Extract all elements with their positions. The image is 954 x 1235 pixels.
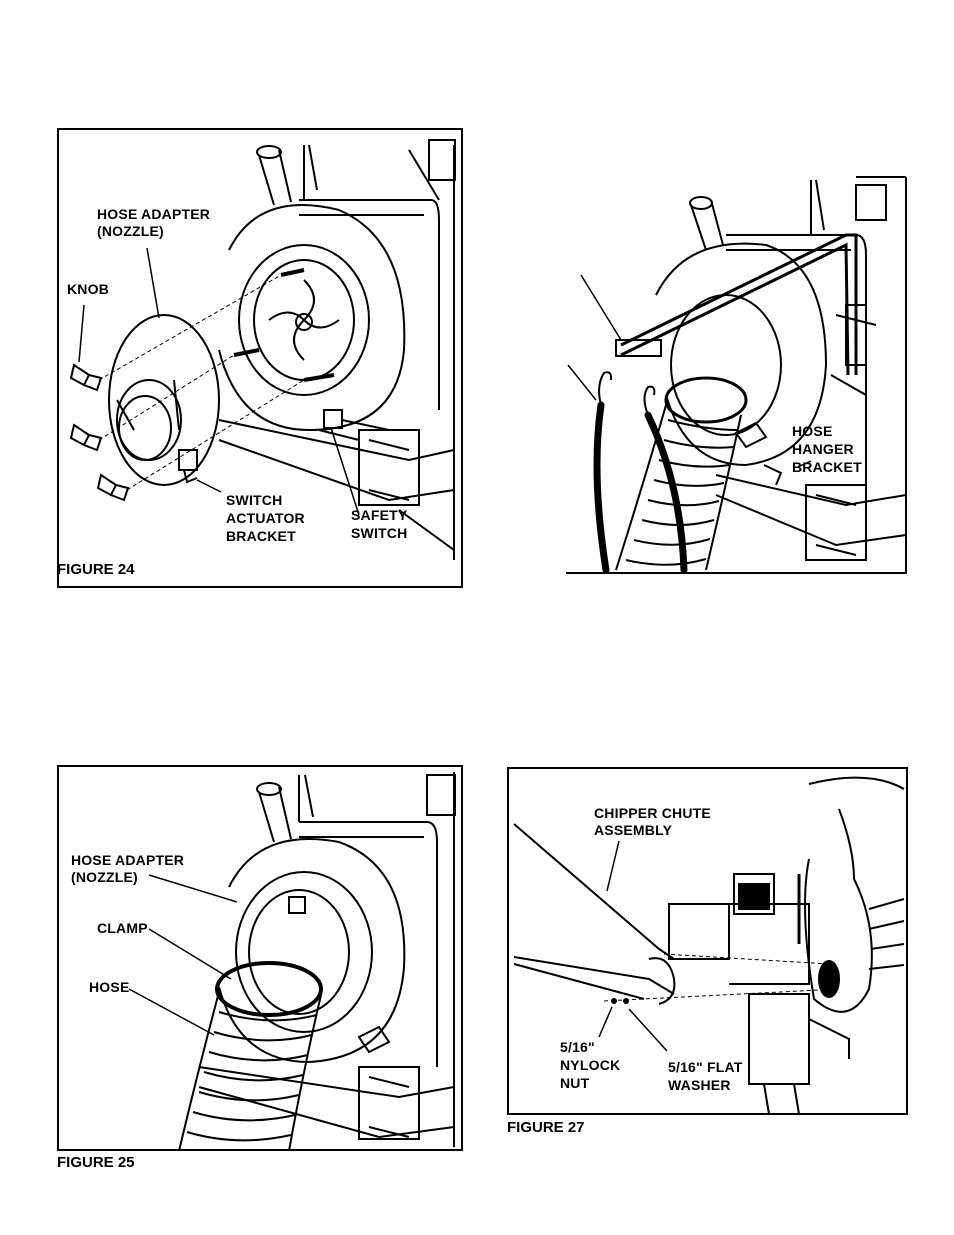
label-nozzle: (NOZZLE) bbox=[71, 869, 138, 886]
label-safety-1: SAFETY bbox=[351, 507, 407, 524]
figure-27-panel: CHIPPER CHUTE ASSEMBLY 5/16" NYLOCK NUT … bbox=[507, 767, 908, 1115]
label-washer: WASHER bbox=[668, 1077, 731, 1094]
label-nozzle: (NOZZLE) bbox=[97, 223, 164, 240]
label-hose-hanger-1: HOSE bbox=[792, 423, 832, 440]
label-hose-hanger-2: HANGER bbox=[792, 441, 854, 458]
figure-26-illustration bbox=[566, 175, 908, 575]
label-knob: KNOB bbox=[67, 281, 109, 298]
figure-24-caption: FIGURE 24 bbox=[57, 561, 135, 579]
label-hose-adapter: HOSE ADAPTER bbox=[97, 206, 210, 223]
label-hose-adapter: HOSE ADAPTER bbox=[71, 852, 184, 869]
label-hose: HOSE bbox=[89, 979, 129, 996]
label-chipper-chute: CHIPPER CHUTE bbox=[594, 805, 711, 822]
label-hose-hanger-3: BRACKET bbox=[792, 459, 862, 476]
figure-27-caption: FIGURE 27 bbox=[507, 1119, 585, 1137]
label-chipper-assembly: ASSEMBLY bbox=[594, 822, 672, 839]
figure-24-panel: HOSE ADAPTER (NOZZLE) KNOB SWITCH ACTUAT… bbox=[57, 128, 463, 588]
figure-26-panel: HOSE HANGER BRACKET bbox=[566, 175, 908, 575]
label-flat-washer: 5/16" FLAT bbox=[668, 1059, 743, 1076]
label-clamp: CLAMP bbox=[97, 920, 148, 937]
label-switch-actuator-1: SWITCH bbox=[226, 492, 282, 509]
label-switch-actuator-3: BRACKET bbox=[226, 528, 296, 545]
label-safety-2: SWITCH bbox=[351, 525, 407, 542]
label-switch-actuator-2: ACTUATOR bbox=[226, 510, 305, 527]
figure-25-illustration bbox=[59, 767, 463, 1151]
figure-25-caption: FIGURE 25 bbox=[57, 1154, 135, 1172]
label-nylock: NYLOCK bbox=[560, 1057, 620, 1074]
label-nut: NUT bbox=[560, 1075, 589, 1092]
figure-25-panel: HOSE ADAPTER (NOZZLE) CLAMP HOSE bbox=[57, 765, 463, 1151]
label-nut-size: 5/16" bbox=[560, 1039, 595, 1056]
